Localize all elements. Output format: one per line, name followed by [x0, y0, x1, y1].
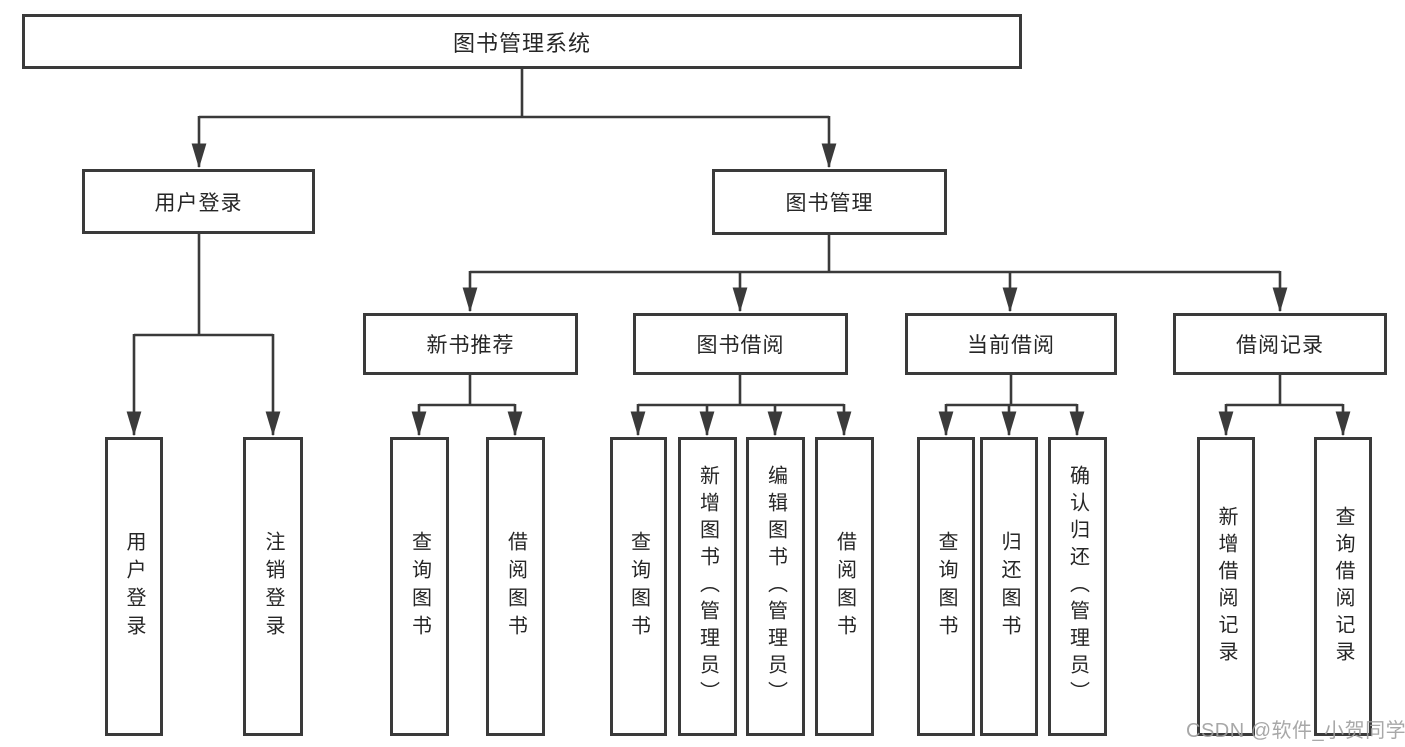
leaf-query-book-current-label: 查询图书	[935, 530, 957, 643]
leaf-logout: 注销登录	[243, 437, 303, 736]
leaf-query-borrow-record: 查询借阅记录	[1314, 437, 1372, 736]
node-user-login: 用户登录	[82, 169, 315, 234]
node-book-borrow: 图书借阅	[633, 313, 848, 375]
leaf-return-book: 归还图书	[980, 437, 1038, 736]
leaf-add-borrow-record-label: 新增借阅记录	[1215, 505, 1237, 668]
node-borrow-record: 借阅记录	[1173, 313, 1387, 375]
leaf-query-book-current: 查询图书	[917, 437, 975, 736]
leaf-add-borrow-record: 新增借阅记录	[1197, 437, 1255, 736]
leaf-edit-book-admin-label: 编辑图书（管理员）	[764, 465, 787, 708]
leaf-add-book-admin-label: 新增图书（管理员）	[696, 465, 719, 708]
node-book-management: 图书管理	[712, 169, 947, 235]
leaf-confirm-return-admin-label: 确认归还（管理员）	[1066, 465, 1089, 708]
leaf-borrow-book: 借阅图书	[815, 437, 874, 736]
node-new-book-recommend: 新书推荐	[363, 313, 578, 375]
csdn-watermark: CSDN @软件_小贺同学	[1186, 720, 1405, 742]
node-root-system: 图书管理系统	[22, 14, 1022, 69]
leaf-query-book-recommend: 查询图书	[390, 437, 449, 736]
leaf-query-borrow-record-label: 查询借阅记录	[1332, 505, 1354, 668]
leaf-add-book-admin: 新增图书（管理员）	[678, 437, 737, 736]
leaf-query-book-recommend-label: 查询图书	[408, 530, 431, 643]
leaf-user-login-label: 用户登录	[123, 530, 145, 643]
leaf-confirm-return-admin: 确认归还（管理员）	[1048, 437, 1107, 736]
leaf-borrow-book-recommend: 借阅图书	[486, 437, 545, 736]
leaf-query-book-borrow: 查询图书	[610, 437, 667, 736]
leaf-borrow-book-recommend-label: 借阅图书	[504, 530, 527, 643]
leaf-user-login: 用户登录	[105, 437, 163, 736]
leaf-query-book-borrow-label: 查询图书	[627, 530, 650, 643]
leaf-logout-label: 注销登录	[262, 530, 284, 643]
node-current-borrow: 当前借阅	[905, 313, 1117, 375]
leaf-return-book-label: 归还图书	[998, 530, 1020, 643]
leaf-borrow-book-label: 借阅图书	[833, 530, 856, 643]
leaf-edit-book-admin: 编辑图书（管理员）	[746, 437, 805, 736]
